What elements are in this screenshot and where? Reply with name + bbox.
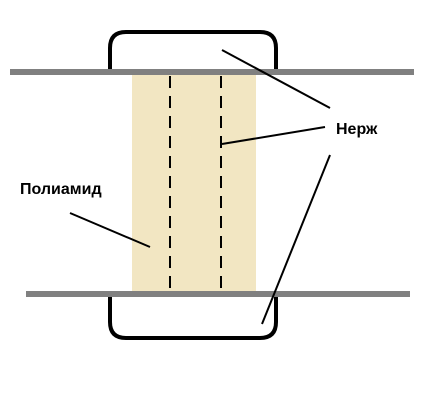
polyamide-insert	[132, 72, 256, 294]
leader-polyamide	[69, 212, 151, 248]
stainless-label: Нерж	[336, 121, 378, 138]
leader-stainless-top	[221, 49, 331, 109]
bottom-stainless-cap	[108, 294, 278, 340]
leader-stainless-bottom	[261, 154, 331, 325]
leader-stainless-dashed	[221, 126, 326, 145]
polyamide-label: Полиамид	[20, 181, 102, 198]
top-stainless-cap	[108, 30, 278, 72]
